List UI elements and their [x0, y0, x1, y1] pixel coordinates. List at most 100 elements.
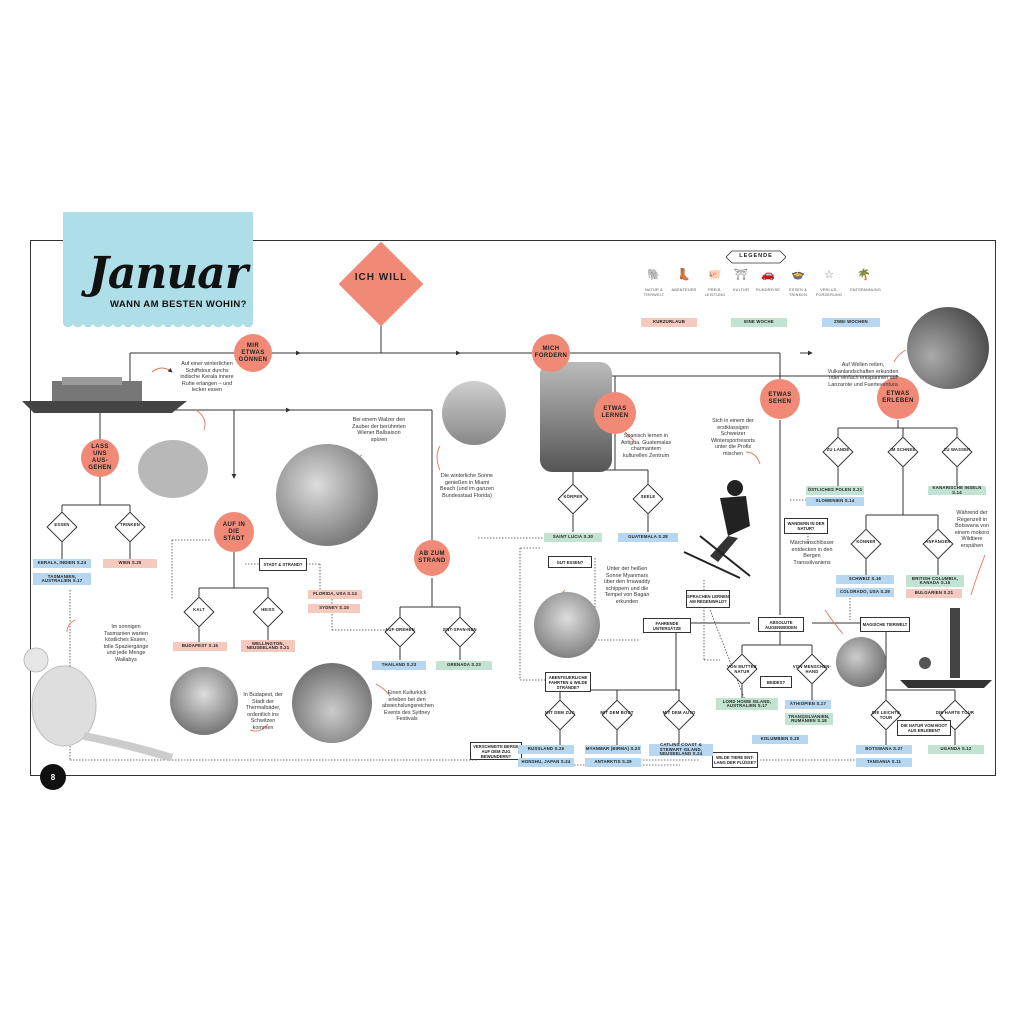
- caption-note: Spanisch lernen in Antigua, Guatemalas c…: [620, 433, 672, 459]
- question-box: ABSOLUTE AUGENWEIDEN: [758, 617, 804, 632]
- question-box: GUT ESSEN?: [548, 556, 592, 568]
- dish-icon: 🍲: [791, 269, 805, 281]
- legend-duration-blue: ZWEI WOCHEN: [822, 318, 880, 327]
- destination-tag: COLORADO, USA S.29: [836, 588, 894, 597]
- destination-tag: TASMANIEN, AUSTRALIEN S.17: [33, 573, 91, 585]
- page-subtitle: WANN AM BESTEN WOHIN?: [110, 299, 247, 310]
- legend-item-label: ESSEN & TRINKEN: [788, 288, 808, 297]
- legend-item: ⛩KULTUR: [727, 268, 755, 293]
- legend-duration-pink: KURZURLAUB: [641, 318, 697, 327]
- decision-label: MIT DEM BOOT: [600, 710, 634, 715]
- legend-item: ☆VERLUS-FORDERUNG: [815, 268, 843, 297]
- piggy-bank-icon: 🐖: [708, 269, 722, 281]
- caption-note: In Budapest, der Stadt der Thermalbäder,…: [243, 692, 283, 731]
- decision-label: ZU WASSER: [943, 447, 971, 452]
- destination-tag: KANARISCHE INSELN S.14: [928, 485, 986, 495]
- caption-note: Auf Wellen reiten, Vulkanlandschaften er…: [827, 362, 899, 388]
- decision-label: ENT-SPAN-NEN: [443, 627, 477, 632]
- branch-circle: AUF IN DIE STADT: [214, 512, 254, 552]
- decision-label: KÖRPER: [563, 494, 583, 499]
- decision-label: KÖNNER: [856, 539, 876, 544]
- branch-circle: MIR ETWAS GÖNNEN: [234, 334, 272, 372]
- question-box: SPRACHEN LERNEN AM REGENWALD?: [686, 590, 730, 608]
- caption-note: Einen Kulturkick erleben bei den abwechs…: [382, 690, 434, 723]
- decision-label: AUF-DREHEN: [385, 627, 415, 632]
- destination-tag: SLOWENIEN S.14: [806, 497, 864, 506]
- destination-tag: SAINT LUCIA S.30: [544, 533, 602, 542]
- destination-tag: SYDNEY S.15: [308, 604, 360, 613]
- caption-note: Unter der heißen Sonne Myanmars über den…: [603, 566, 651, 605]
- destination-tag: WIEN S.20: [103, 559, 157, 568]
- question-box: FAHRENDE UNTERSÄTZE: [643, 618, 691, 633]
- decision-label: TRINKEN: [119, 522, 140, 527]
- car-icon: 🚗: [761, 269, 775, 281]
- question-box: VERSCHNEITE BERGE AUF DEM ZUG BEWUNDERN?: [470, 742, 522, 760]
- branch-circle: MICH FORDERN: [532, 334, 570, 372]
- elephant-icon: 🐘: [647, 269, 661, 281]
- caption-note: Im sonnigen Tasmanien warten köstliches …: [103, 624, 149, 663]
- branch-circle: LASS UNS AUS-GEHEN: [81, 439, 119, 477]
- castle-photo: [836, 637, 886, 687]
- destination-tag: BULGARIEN S.21: [906, 589, 962, 598]
- decision-label: KALT: [193, 607, 205, 612]
- destination-tag: FLORIDA, USA S.14: [308, 590, 362, 599]
- legend-item: 🐘 NATUR & TIERWELT: [640, 268, 668, 297]
- wallaby-photo: [14, 636, 174, 761]
- legend-item-label: RUNDREISE: [755, 288, 781, 292]
- decision-label: ZU LANDE: [826, 447, 850, 452]
- branch-circle: ETWAS ERLEBEN: [877, 377, 919, 419]
- destination-tag: CATLINS COAST & STEWART ISLAND, NEUSEELA…: [649, 743, 713, 756]
- question-box: WILDE TIERE ENT-LANG DER FLÜSSE?: [712, 752, 758, 768]
- caption-note: Die winterliche Sonne genießen in Miami …: [440, 473, 494, 499]
- caption-note: Märchenschlösser entdecken in den Bergen…: [790, 540, 834, 566]
- destination-tag: SCHWEIZ S.16: [836, 575, 894, 584]
- legend-item: 🚗 RUNDREISE: [754, 268, 782, 293]
- legend-item-label: ENTSPANNUNG: [850, 288, 882, 292]
- legend-item: 🌴ENTSPANNUNG: [850, 268, 882, 293]
- question-box: DIE NATUR VOM BOOT AUS ERLEBEN?: [897, 720, 951, 736]
- ballroom-photo: [276, 444, 378, 546]
- question-box: WANDERN IN DER NATUR?: [784, 518, 828, 534]
- legend-item: 👢 ABENTEUER: [670, 268, 698, 293]
- decision-label: HEISS: [261, 607, 275, 612]
- diagram-frame: [30, 240, 996, 776]
- caption-note: Während der Regenzeit in Botswana von ei…: [954, 510, 990, 549]
- destination-tag: THAILAND S.23: [372, 661, 426, 670]
- houseboat-photo: [22, 375, 187, 415]
- coast-photo: [907, 307, 989, 389]
- caption-note: Bei einem Walzer den Zauber der berühmte…: [352, 417, 406, 443]
- legend-item-label: NATUR & TIERWELT: [643, 288, 665, 297]
- mokoro-boat-photo: [900, 608, 992, 690]
- destination-tag: BRITISH COLUMBIA, KANADA S.15: [906, 575, 964, 587]
- decision-label: ESSEN: [54, 522, 70, 527]
- decision-label: MIT DEM ZUG: [545, 710, 575, 715]
- destination-tag: TANSANIA S.11: [856, 758, 912, 767]
- boot-icon: 👢: [677, 269, 691, 281]
- temple-icon: ⛩: [734, 269, 748, 281]
- legend-ribbon: [726, 250, 786, 264]
- skier-photo: [680, 466, 770, 582]
- destination-tag: BUDAPEST S.15: [173, 642, 227, 651]
- branch-circle: ETWAS SEHEN: [760, 379, 800, 419]
- decision-label: VON MENSCHEN-HAND: [792, 664, 832, 674]
- caption-note: Sich in einem der erstklassigen Schweize…: [710, 418, 756, 457]
- decision-label: SEELE: [640, 494, 656, 499]
- decision-label: ANFÄNGER: [925, 539, 951, 544]
- destination-tag: BOTSWANA S.27: [856, 745, 912, 754]
- destination-tag: WELLINGTON, NEUSEELAND S.21: [241, 640, 295, 652]
- legend-item: 🐖PREIS-LEISTUNG: [701, 268, 729, 297]
- question-box: STADT & STRAND?: [259, 558, 307, 571]
- decision-label: DIE HARTE TOUR: [935, 710, 975, 715]
- page-number: 8: [40, 764, 66, 790]
- legend-item-label: ABENTEUER: [671, 288, 697, 292]
- legend-title: LEGENDE: [739, 253, 773, 259]
- decision-label: VON MUTTER NATUR: [727, 664, 757, 674]
- start-label: ICH WILL: [354, 272, 408, 283]
- question-box: ABENTEUERLICHE FAHRTEN & WILDE STRÄNDE?: [545, 672, 591, 692]
- question-box: BEIDES?: [760, 676, 792, 688]
- budapest-bath-photo: [170, 667, 238, 735]
- destination-tag: RUSSLAND S.26: [518, 745, 574, 754]
- destination-tag: GRENADA S.23: [436, 661, 492, 670]
- legend-item: 🍲 ESSEN & TRINKEN: [784, 268, 812, 297]
